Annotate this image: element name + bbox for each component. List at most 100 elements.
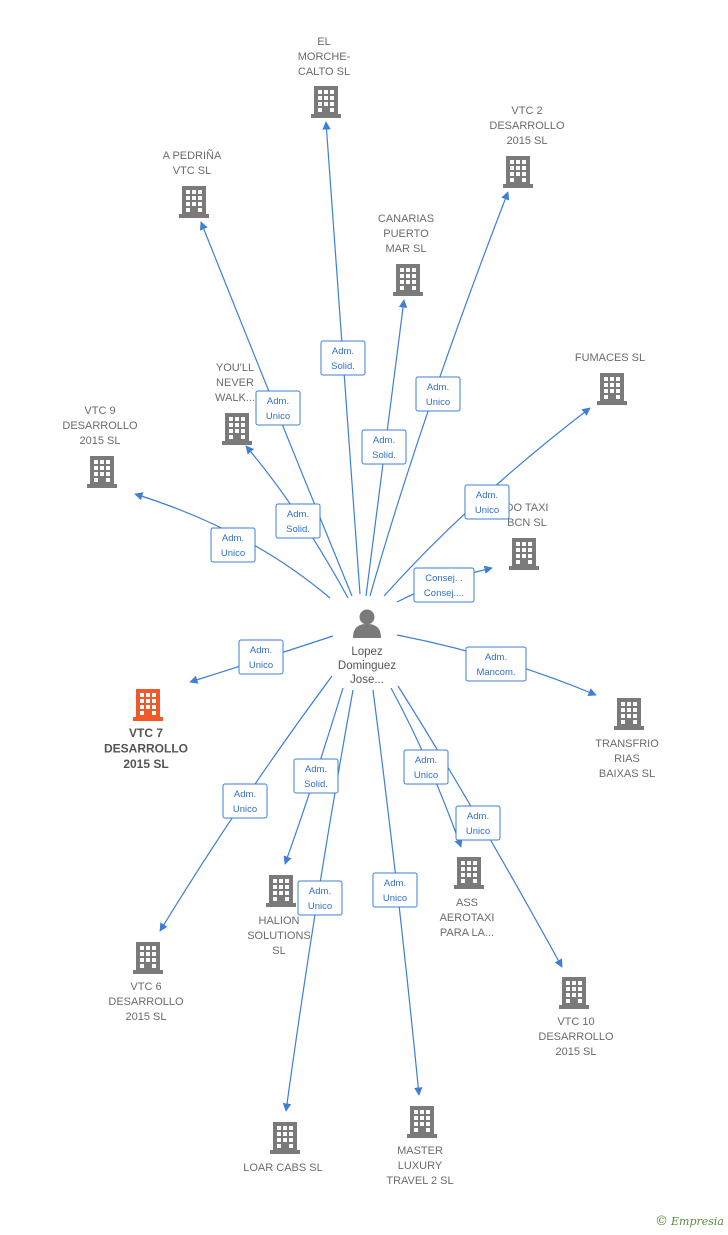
role-badge-radiotaxi[interactable]: Consej. . Consej.... — [413, 567, 475, 603]
building-icon — [597, 373, 627, 405]
company-name-line: DESARROLLO — [62, 420, 138, 432]
company-name-line: PARA LA... — [440, 927, 494, 939]
company-name-line: BCN SL — [507, 517, 547, 529]
role-badge-youll[interactable]: Adm. Solid. — [275, 503, 321, 539]
company-name-line: MASTER — [397, 1145, 443, 1157]
company-name-line: 2015 SL — [80, 435, 121, 447]
company-name-line: CANARIAS — [378, 213, 434, 225]
role-badge-fumaces[interactable]: Adm.Unico — [464, 484, 510, 520]
role-text: Unico — [466, 826, 490, 837]
role-text: Adm. — [267, 396, 289, 407]
role-text: Unico — [249, 660, 273, 671]
role-text: Adm. — [476, 490, 498, 501]
role-badge-box — [320, 340, 366, 376]
company-node-vtc10[interactable]: VTC 10 DESARROLLO 2015 SL — [538, 977, 614, 1058]
role-badge-master[interactable]: Adm.Unico — [372, 872, 418, 908]
role-badge-box — [464, 484, 510, 520]
role-text: Adm. — [305, 764, 327, 775]
role-badge-vtc2[interactable]: Adm.Solid. — [361, 429, 407, 465]
role-text: Unico — [383, 893, 407, 904]
center-person[interactable]: Lopez Dominguez Jose... — [338, 609, 396, 687]
role-text: Unico — [221, 548, 245, 559]
role-badge-box — [361, 429, 407, 465]
company-name-line: VTC 9 — [84, 405, 115, 417]
role-text: Adm. — [222, 533, 244, 544]
company-node-pedrina[interactable]: A PEDRIÑA VTC SL — [163, 149, 222, 218]
person-icon — [353, 609, 381, 638]
building-icon — [559, 977, 589, 1009]
role-badge-el-morche[interactable]: Adm. Solid. — [320, 340, 366, 376]
brand-name: Empresia — [671, 1215, 724, 1228]
company-node-vtc9[interactable]: VTC 9 DESARROLLO 2015 SL — [62, 405, 138, 488]
role-text: Adm. — [332, 346, 354, 357]
role-text: Adm. — [309, 886, 331, 897]
building-icon — [222, 413, 252, 445]
company-name-line: VTC SL — [173, 165, 212, 177]
company-name-line: 2015 SL — [556, 1046, 597, 1058]
building-icon — [311, 86, 341, 118]
company-node-master[interactable]: MASTER LUXURY TRAVEL 2 SL — [386, 1106, 454, 1187]
role-badge-loar[interactable]: Adm. Unico — [297, 880, 343, 916]
role-badge-box — [222, 783, 268, 819]
role-text: Unico — [233, 804, 257, 815]
company-name-line: YOU'LL — [216, 362, 254, 374]
role-badge-box — [293, 758, 339, 794]
building-icon — [454, 857, 484, 889]
company-name-line: MAR SL — [386, 243, 427, 255]
company-node-fumaces[interactable]: FUMACES SL — [575, 352, 645, 405]
role-text: Unico — [308, 901, 332, 912]
company-node-youll[interactable]: YOU'LLNEVERWALK... — [215, 362, 255, 445]
role-badge-transfrio[interactable]: Adm.Mancom. — [465, 646, 527, 682]
company-name-line: NEVER — [216, 377, 254, 389]
company-name-line: VTC 10 — [557, 1016, 594, 1028]
company-name-line: LUXURY — [398, 1160, 443, 1172]
role-badge-halion[interactable]: Adm.Solid. — [293, 758, 339, 794]
company-name-line: A PEDRIÑA — [163, 149, 222, 162]
building-icon — [503, 156, 533, 188]
role-badge-box — [238, 639, 284, 675]
center-name-line-2: Dominguez — [338, 660, 396, 672]
company-name-line: EL — [317, 36, 330, 48]
role-badge-box — [297, 880, 343, 916]
company-name-line: VTC 2 — [511, 105, 542, 117]
role-badge-vtc7[interactable]: Adm.Unico — [238, 639, 284, 675]
company-node-loar[interactable]: LOAR CABS SL — [243, 1122, 323, 1174]
role-text: Consej. . — [425, 573, 463, 584]
role-badge-canarias[interactable]: Adm.Unico — [415, 376, 461, 412]
role-badge-box — [275, 503, 321, 539]
role-text: Unico — [426, 397, 450, 408]
company-name-line: DESARROLLO — [538, 1031, 614, 1043]
role-text: Adm. — [287, 509, 309, 520]
role-badge-box — [372, 872, 418, 908]
role-text: Consej.... — [424, 588, 464, 599]
company-name-line: TRAVEL 2 SL — [386, 1175, 453, 1187]
role-badge-box — [255, 390, 301, 426]
building-icon — [270, 1122, 300, 1154]
building-icon — [87, 456, 117, 488]
role-badge-pedrina[interactable]: Adm.Unico — [255, 390, 301, 426]
role-text: Solid. — [331, 361, 355, 372]
role-badge-vtc6[interactable]: Adm.Unico — [222, 783, 268, 819]
company-name-line: DESARROLLO — [108, 996, 184, 1008]
role-badge-vtc10[interactable]: Adm.Unico — [455, 805, 501, 841]
role-text: Adm. — [373, 435, 395, 446]
company-name-line: CALTO SL — [298, 66, 350, 78]
company-name-line: FUMACES SL — [575, 352, 645, 364]
company-node-canarias[interactable]: CANARIAS PUERTO MAR SL — [378, 213, 434, 296]
role-badge-ass[interactable]: Adm.Unico — [403, 749, 449, 785]
role-badge-box — [465, 646, 527, 682]
company-name-line: 2015 SL — [123, 757, 168, 771]
role-text: Solid. — [286, 524, 310, 535]
role-badge-vtc9[interactable]: Adm. Unico — [210, 527, 256, 563]
building-icon — [133, 689, 163, 721]
company-name-line: PUERTO — [383, 228, 429, 240]
role-text: Mancom. — [476, 667, 515, 678]
